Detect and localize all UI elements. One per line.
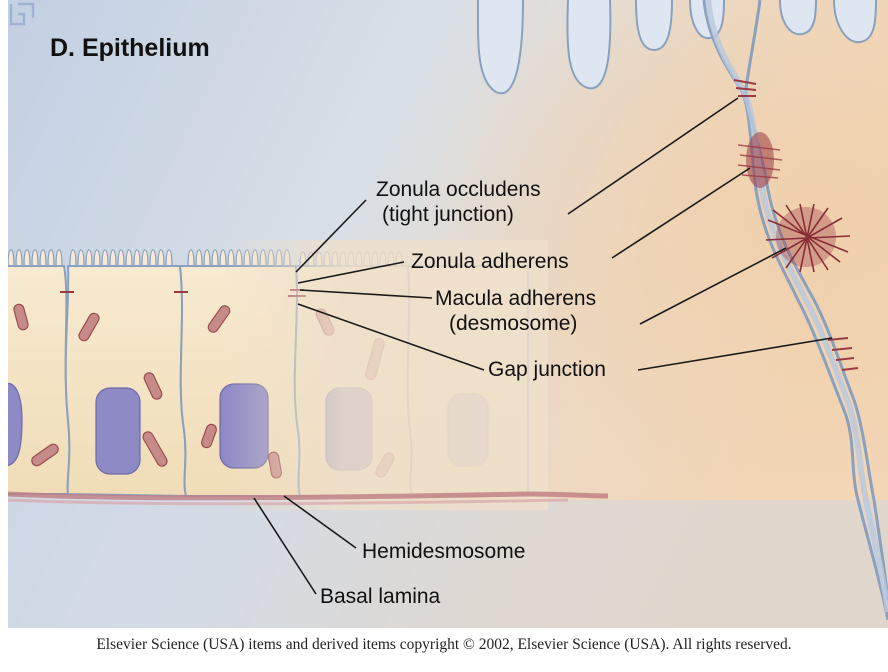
- illustration-panel: D. Epithelium Zonula occludens (tight ju…: [8, 0, 888, 628]
- label-macula-adherens: Macula adherens: [435, 287, 596, 311]
- copyright-footer: Elsevier Science (USA) items and derived…: [0, 636, 888, 654]
- label-zonula-adherens: Zonula adherens: [411, 250, 569, 274]
- label-tight-junction: (tight junction): [382, 203, 514, 227]
- epithelial-cell-layer: [8, 240, 548, 510]
- label-hemidesmosome: Hemidesmosome: [362, 540, 525, 564]
- publisher-logo-mark: [8, 0, 36, 28]
- label-desmosome: (desmosome): [449, 312, 577, 336]
- label-zonula-occludens: Zonula occludens: [376, 178, 541, 202]
- label-basal-lamina: Basal lamina: [320, 585, 440, 609]
- label-gap-junction: Gap junction: [488, 358, 606, 382]
- epithelium-illustration: [8, 0, 888, 628]
- figure-title: D. Epithelium: [50, 34, 210, 63]
